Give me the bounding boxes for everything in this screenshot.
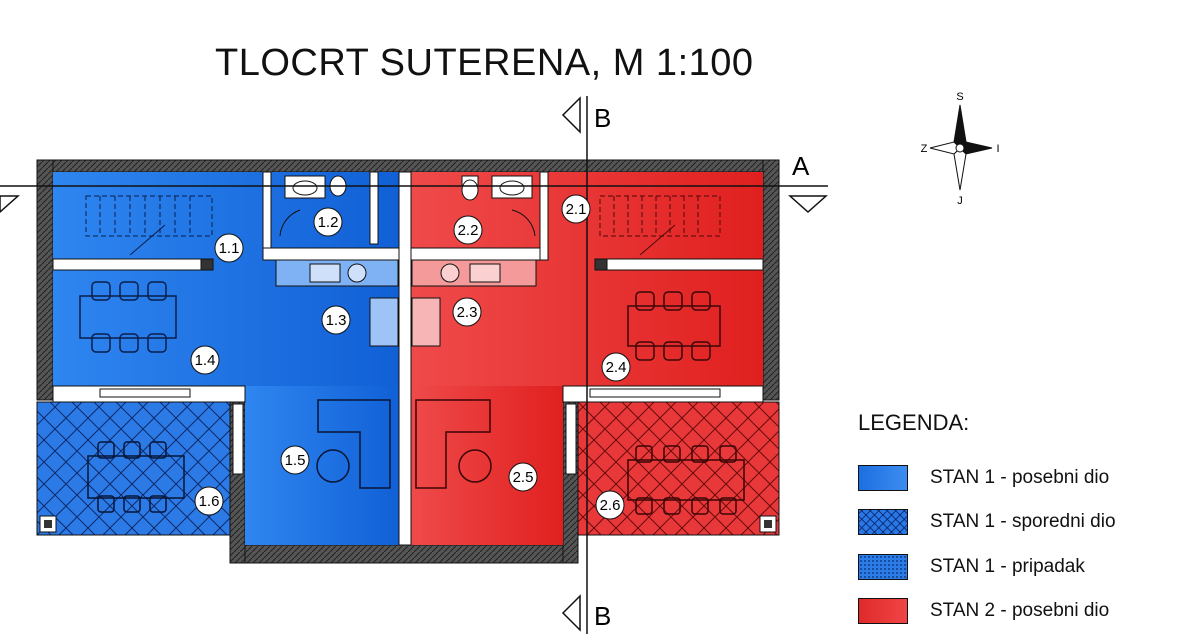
compass-rose bbox=[929, 104, 993, 191]
legend-swatch-stan2-private bbox=[858, 598, 908, 624]
legend-label: STAN 1 - posebni dio bbox=[930, 467, 1110, 488]
section-b-top-label: B bbox=[594, 103, 611, 133]
sofa-stan2 bbox=[415, 399, 492, 489]
stan1-terrace bbox=[36, 401, 231, 536]
room-tag-1-4: 1.4 bbox=[195, 352, 216, 369]
room-tag-2-3: 2.3 bbox=[457, 304, 478, 321]
legend-label: STAN 1 - sporedni dio bbox=[930, 511, 1116, 532]
section-a-label: A bbox=[792, 151, 810, 181]
drawing-title: TLOCRT SUTERENA, M 1:100 bbox=[215, 42, 754, 84]
legend-swatch-stan1-private bbox=[858, 465, 908, 491]
section-line-a bbox=[0, 185, 828, 214]
terrace-table-stan2 bbox=[627, 445, 745, 515]
room-tag-1-2: 1.2 bbox=[318, 214, 339, 231]
stair-stan2 bbox=[599, 195, 721, 256]
legend-label: STAN 2 - posebni dio bbox=[930, 600, 1110, 621]
room-tag-1-3: 1.3 bbox=[326, 312, 347, 329]
room-tag-2-6: 2.6 bbox=[600, 497, 621, 514]
terrace-table-stan1 bbox=[87, 441, 185, 513]
compass-south-label: J bbox=[957, 195, 963, 207]
kitchen-stan2 bbox=[411, 259, 537, 347]
legend-title: LEGENDA: bbox=[858, 410, 970, 435]
room-tag-1-6: 1.6 bbox=[199, 493, 220, 510]
legend-item-stan1-secondary: STAN 1 - sporedni dio bbox=[858, 507, 1116, 537]
bathroom-fixtures bbox=[279, 175, 536, 237]
section-line-b bbox=[561, 96, 588, 634]
exterior-walls bbox=[36, 159, 780, 564]
legend-swatch-stan1-secondary bbox=[858, 509, 908, 535]
legend-swatch-stan1-appurtenance bbox=[858, 554, 908, 580]
section-b-bottom-label: B bbox=[594, 601, 611, 631]
dining-table-stan1 bbox=[79, 281, 177, 353]
legend-item-stan1-private: STAN 1 - posebni dio bbox=[858, 463, 1109, 493]
sofa-stan1 bbox=[316, 399, 391, 489]
room-tag-1-1: 1.1 bbox=[219, 240, 240, 257]
room-tag-2-1: 2.1 bbox=[566, 201, 587, 218]
room-tag-1-5: 1.5 bbox=[285, 452, 306, 469]
legend-label: STAN 1 - pripadak bbox=[930, 556, 1085, 577]
room-tags: 1.1 1.2 1.3 1.4 1.5 1.6 2.1 2.2 2.3 2.4 … bbox=[190, 194, 631, 520]
compass-west-label: Z bbox=[921, 143, 928, 155]
party-wall bbox=[398, 171, 412, 546]
legend-item-stan1-appurtenance: STAN 1 - pripadak bbox=[858, 552, 1085, 582]
compass-east-label: I bbox=[996, 143, 999, 155]
stair-stan1 bbox=[85, 195, 213, 256]
room-tag-2-4: 2.4 bbox=[606, 359, 627, 376]
room-tag-2-5: 2.5 bbox=[513, 469, 534, 486]
compass-north-label: S bbox=[956, 91, 963, 103]
legend-item-stan2-private: STAN 2 - posebni dio bbox=[858, 596, 1109, 626]
kitchen-stan1 bbox=[275, 259, 399, 347]
interior-walls bbox=[52, 171, 764, 475]
dining-table-stan2 bbox=[627, 291, 721, 361]
room-tag-2-2: 2.2 bbox=[458, 222, 479, 239]
